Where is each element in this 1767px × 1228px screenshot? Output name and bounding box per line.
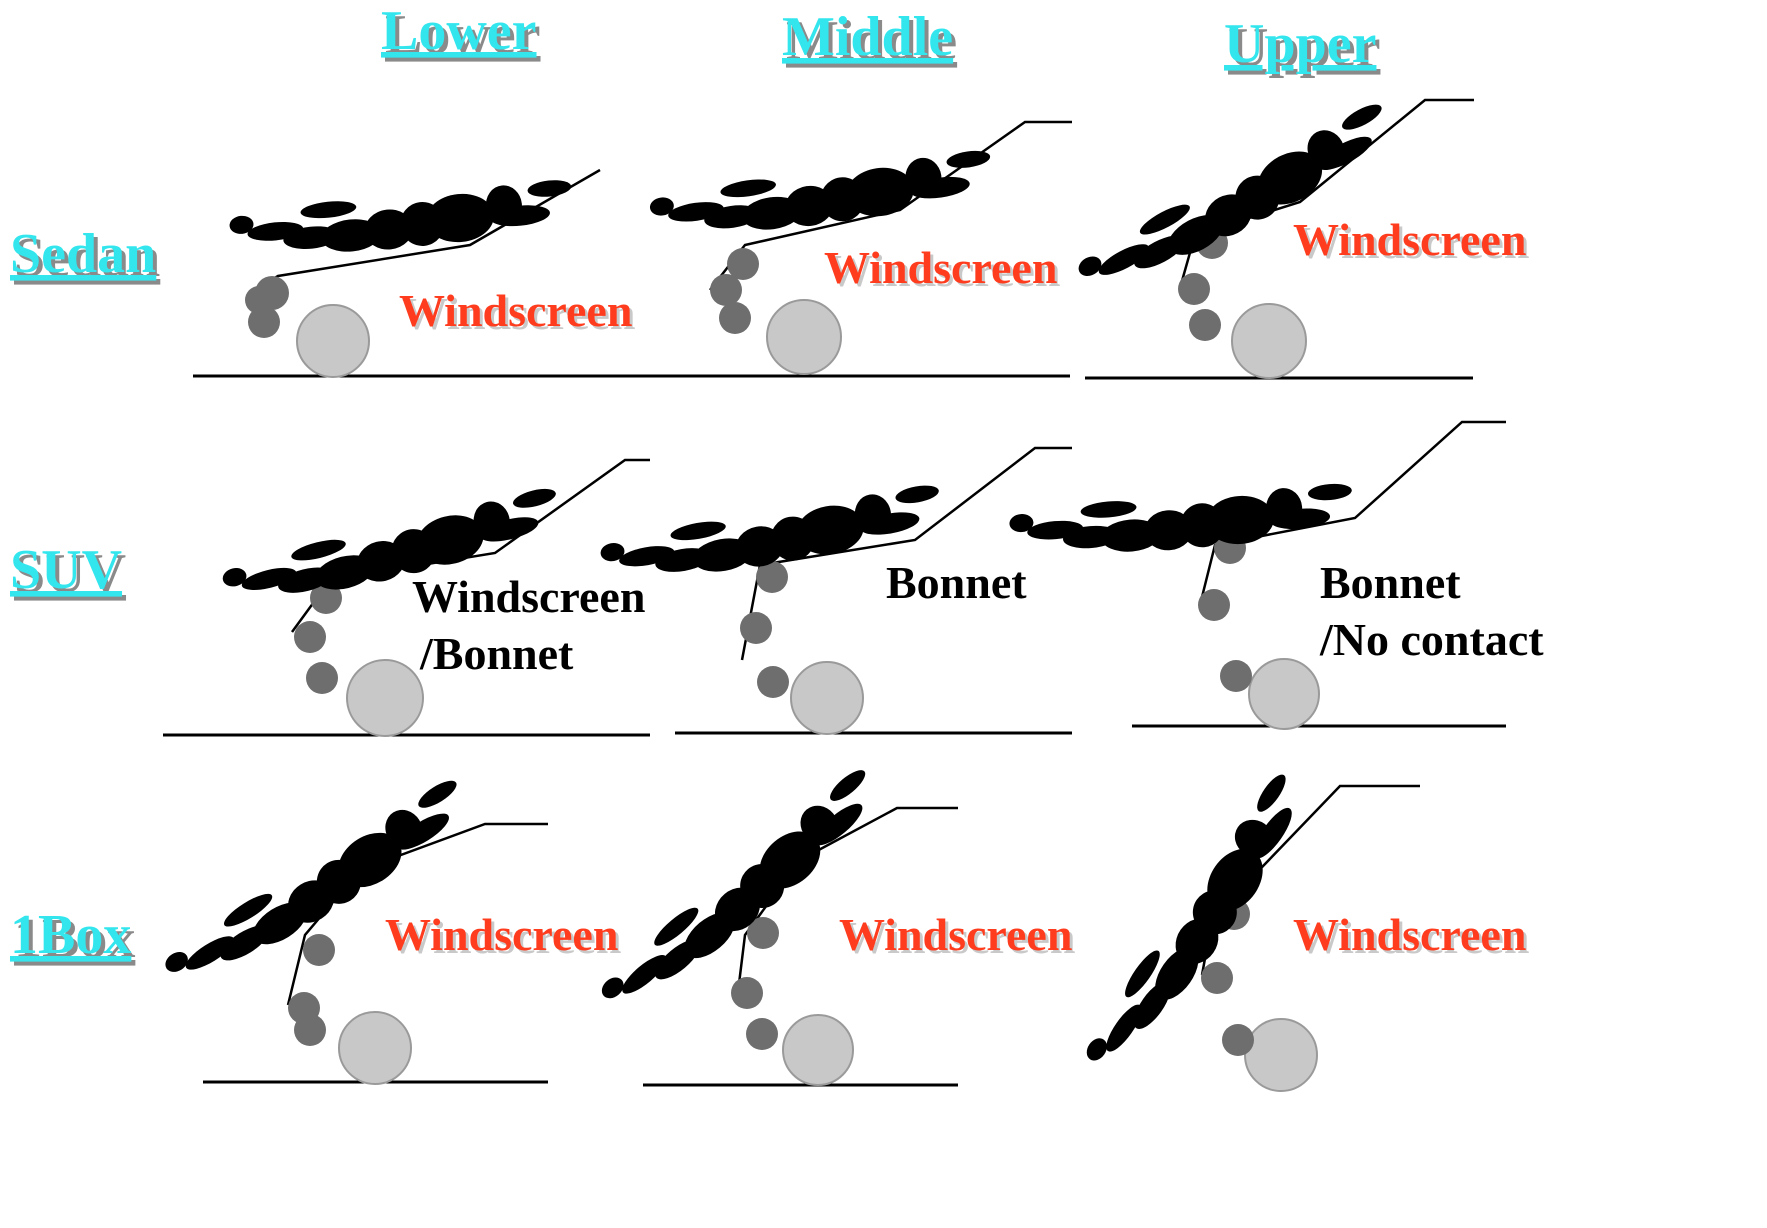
column-header-upper-text: Upper [1224,13,1376,75]
panel-sedan-middle: Windscreen Windscreen [648,120,1072,375]
contact-label-line-1: Bonnet [1320,557,1461,608]
contact-label-line-1: Windscreen [412,571,645,622]
bumper-point [1201,962,1233,994]
bumper-point [1198,589,1230,621]
bumper-point [310,582,342,614]
car-profile [1198,420,1506,606]
bumper-point [710,274,742,306]
bumper-point [747,917,779,949]
row-header-suv: SUV SUV [10,539,126,605]
bumper-point [294,621,326,653]
panel-1box-lower: Windscreen Windscreen [159,774,621,1085]
bumper-point [1178,273,1210,305]
column-header-upper: Upper Upper [1224,13,1380,79]
wheel [1231,303,1307,379]
panel-suv-upper: Bonnet /No contact [1008,420,1544,730]
contact-label-shadow: Windscreen [388,912,621,963]
bumper-point [727,248,759,280]
contact-label: Windscreen [839,909,1072,960]
panel-1box-middle: Windscreen Windscreen [594,763,1075,1087]
row-header-sedan-text: Sedan [10,223,156,285]
wheel [296,304,370,378]
row-header-1box-text: 1Box [10,904,131,966]
bumper-point [756,561,788,593]
contact-label-shadow: Windscreen [1296,217,1529,268]
contact-label: Windscreen [1293,909,1526,960]
wheel [766,299,842,375]
bumper-point [757,666,789,698]
column-header-middle-text: Middle [782,6,953,68]
bumper-point [1189,309,1221,341]
panel-suv-middle: Bonnet [598,446,1072,735]
panel-suv-lower: Windscreen /Bonnet [163,458,650,737]
contact-label: Windscreen [399,285,632,336]
wheel [782,1014,854,1086]
column-header-lower-shadow: Lower [385,4,541,66]
row-header-suv-text: SUV [10,539,122,601]
contact-label-shadow: Windscreen [1296,912,1529,963]
contact-label: Windscreen [1293,214,1526,265]
bumper-point [294,1014,326,1046]
pedestrian-dummy [648,146,997,248]
contact-label-shadow: Windscreen [827,245,1060,296]
row-header-sedan: Sedan Sedan [10,223,160,289]
pedestrian-dummy [159,774,480,1003]
contact-label-line-2: /No contact [1319,614,1544,665]
row-header-1box: 1Box 1Box [10,904,135,970]
wheel [1244,1018,1318,1092]
column-header-upper-shadow: Upper [1228,17,1380,79]
column-header-middle-shadow: Middle [786,10,957,72]
bumper-point [1222,1024,1254,1056]
car-profile [740,446,1072,661]
row-header-suv-shadow: SUV [14,543,126,605]
contact-label-shadow: Windscreen [402,288,635,339]
wheel [790,661,864,735]
bumper-point [303,934,335,966]
bumper-point [731,977,763,1009]
contact-label-line-2: /Bonnet [419,628,574,679]
bumper-point [746,1018,778,1050]
row-header-1box-shadow: 1Box [14,908,135,970]
contact-label: Windscreen [385,909,618,960]
bumper-point [740,612,772,644]
contact-label-shadow: Windscreen [842,912,1075,963]
pedestrian-dummy [228,176,576,266]
panel-sedan-lower: Windscreen Windscreen [193,168,1070,378]
bumper-point [719,302,751,334]
wheel [346,659,424,737]
bumper-point [306,662,338,694]
panel-sedan-upper: Windscreen Windscreen [1072,97,1529,380]
column-header-lower: Lower Lower [381,0,541,66]
row-header-sedan-shadow: Sedan [14,227,160,289]
column-header-middle: Middle Middle [782,6,957,72]
contact-label: Bonnet [886,557,1027,608]
column-header-lower-text: Lower [381,0,537,62]
wheel [1248,658,1320,730]
panel-1box-upper: Windscreen Windscreen [1078,769,1529,1092]
bumper-point [248,306,280,338]
wheel [338,1011,412,1085]
pedestrian-dummy [1008,480,1356,564]
pedestrian-dummy [1072,97,1402,308]
bumper-point [1220,660,1252,692]
contact-label: Windscreen [824,242,1057,293]
